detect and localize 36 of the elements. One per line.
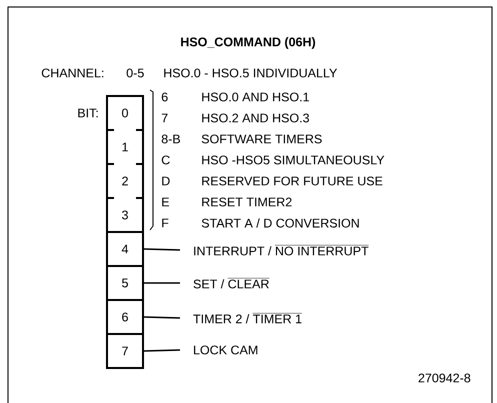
bit-cell: 1: [122, 142, 128, 152]
bit-cell: 5: [106, 265, 144, 301]
label: 6: [162, 92, 168, 102]
label: RESERVED FOR FUTURE USE: [202, 176, 382, 186]
bit-cell: 3: [122, 210, 128, 220]
connector-line: [144, 316, 180, 319]
label: E: [162, 198, 169, 206]
title: HSO_COMMAND (06H): [181, 37, 316, 49]
label: C: [162, 156, 170, 164]
bit-description: LOCK CAM: [194, 346, 258, 354]
label: HSO.0 AND HSO.1: [202, 92, 309, 102]
label: 8-B: [162, 134, 180, 144]
label: CHANNEL:: [42, 68, 104, 78]
label: D: [162, 176, 170, 186]
label: BIT:: [78, 108, 98, 118]
label: 270942-8: [418, 374, 470, 382]
connector-line: [144, 248, 180, 251]
label: 7: [162, 114, 168, 122]
label: SOFTWARE TIMERS: [202, 134, 322, 144]
connector-line: [144, 282, 180, 284]
label: HSO -HSO5 SIMULTANEOUSLY: [202, 156, 384, 164]
label: F: [162, 218, 168, 228]
label: HSO.2 AND HSO.3: [202, 114, 309, 122]
label: START A / D CONVERSION: [202, 218, 359, 228]
bit-description: SET / CLEAR: [194, 278, 270, 288]
bit-cell: 0: [122, 108, 128, 118]
label: HSO.0 - HSO.5 INDIVIDUALLY: [164, 68, 338, 78]
label: 0-5: [126, 68, 144, 78]
bit-cell: 6: [106, 299, 144, 335]
bit-cell: 4: [106, 231, 144, 267]
bit-description: INTERRUPT / NO INTERRUPT: [194, 244, 369, 256]
bit-cell: 7: [106, 333, 144, 369]
connector-line: [144, 349, 180, 352]
label: RESET TIMER2: [202, 198, 292, 206]
bit-description: TIMER 2 / TIMER 1: [193, 313, 302, 324]
bit-cell: 2: [122, 176, 128, 186]
